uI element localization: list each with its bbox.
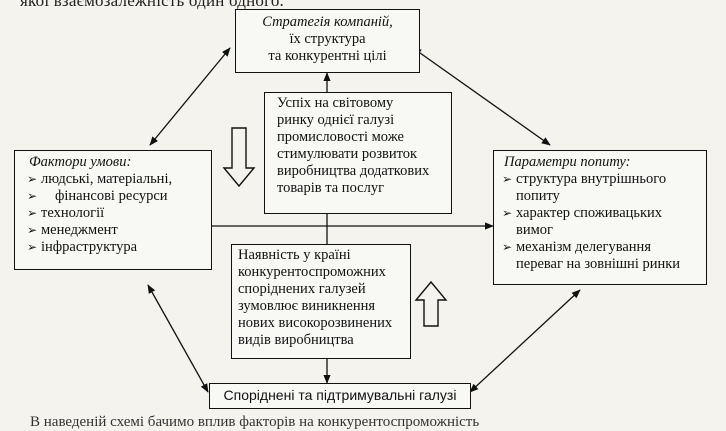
arrow-strategy-factors [149,47,231,146]
success-box: Успіх на світовому ринку однієї галузі п… [264,92,452,214]
hollow-down-arrow [222,127,256,188]
presence-line: конкурентоспроможних [238,264,386,280]
presence-box: Наявність у країні конкурентоспроможних … [231,244,411,359]
strategy-line-3: та конкурентні цілі [268,48,387,64]
related-industries-box: Споріднені та підтримувальні галузі [209,383,471,409]
success-line: промисловості може [277,129,404,145]
demand-list: структура внутрішнього попиту характер с… [502,171,700,273]
presence-line: видів виробництва [238,332,354,348]
hollow-up-arrow [414,280,448,327]
demand-box: Параметри попиту: структура внутрішнього… [493,150,707,285]
list-item: технології [27,205,211,222]
success-line: виробництва додаткових [277,163,430,179]
factors-title: Фактори умови: [29,154,132,170]
success-line: ринку однієї галузі [277,112,395,128]
presence-line: споріднених галузей [238,281,366,297]
list-item: менеджмент [27,222,211,239]
list-item: людські, матеріальні, [27,171,211,188]
strategy-line-2: їх структура [289,31,366,47]
demand-title: Параметри попиту: [504,154,631,170]
list-item: характер споживацьких вимог [502,205,700,239]
list-item: структура внутрішнього попиту [502,171,700,205]
success-line: товарів та послуг [277,180,385,196]
list-item: механізм делегування переваг на зовнішні… [502,239,700,273]
factors-box: Фактори умови: людські, матеріальні, фін… [14,150,212,270]
presence-line: Наявність у країні [238,247,351,263]
arrow-demand-related [469,289,581,393]
arrow-factors-related [147,284,209,393]
header-text-fragment: якої взаємозалежність один одного. [20,0,284,10]
related-industries-label: Споріднені та підтримувальні галузі [223,387,457,403]
strategy-title: Стратегія компаній, [262,14,393,30]
factors-list: людські, матеріальні, фінансові ресурси … [27,171,211,256]
list-item: інфраструктура [27,239,211,256]
success-line: стимулювати розвиток [277,146,418,162]
arrow-strategy-demand [412,47,551,146]
strategy-box: Стратегія компаній, їх структура та конк… [235,9,420,73]
success-line: Успіх на світовому [277,95,394,111]
presence-line: нових високорозвинених [238,315,393,331]
footer-text-fragment: В наведеній схемі бачимо вплив факторів … [30,414,480,430]
presence-line: зумовлює виникнення [238,298,376,314]
list-item-continuation: фінансові ресурси [27,188,211,205]
